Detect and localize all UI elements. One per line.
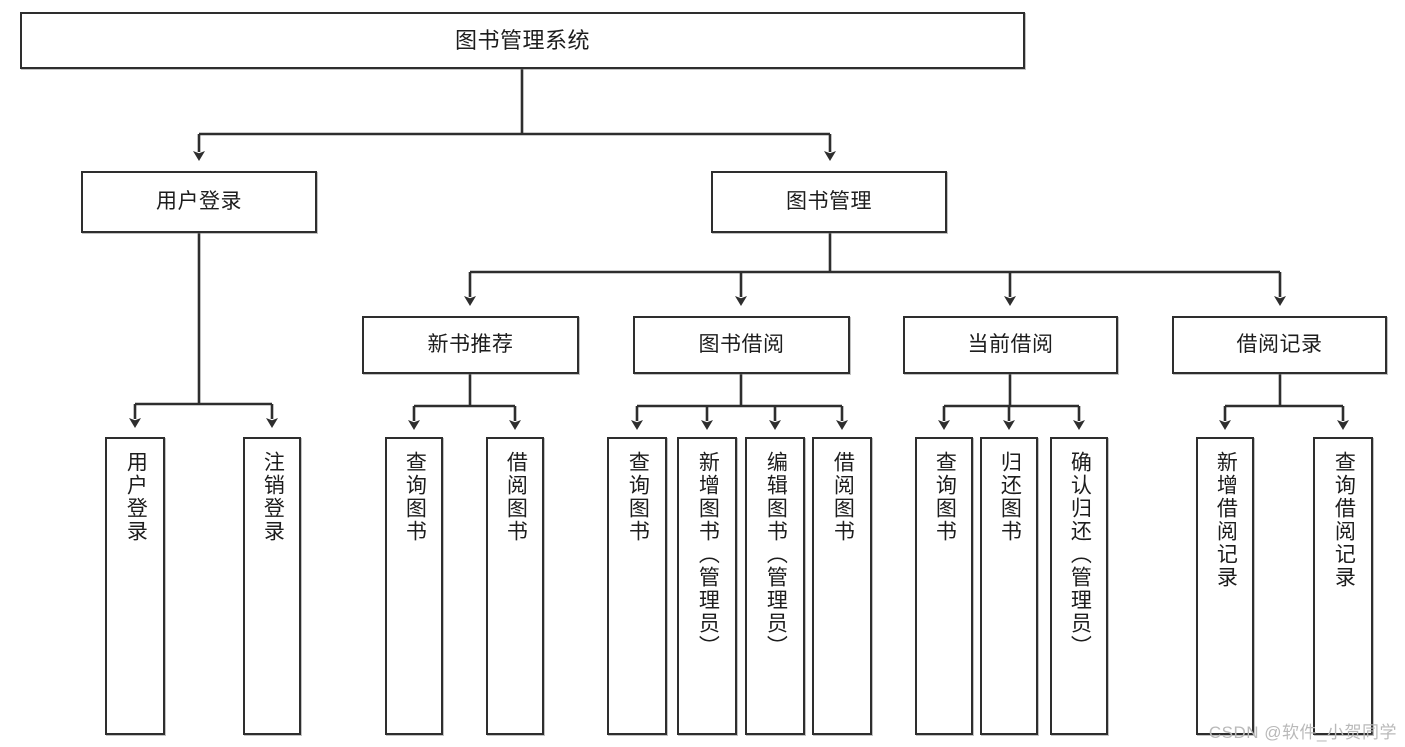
node-leaf-add-book-label: 新增图书（管理员） xyxy=(696,451,720,658)
node-book-manage[interactable]: 图书管理 xyxy=(711,171,947,233)
node-current-borrow[interactable]: 当前借阅 xyxy=(903,316,1118,374)
node-leaf-borrow-book-2[interactable]: 借阅图书 xyxy=(812,437,872,735)
node-borrow-record[interactable]: 借阅记录 xyxy=(1172,316,1387,374)
node-leaf-query-book-3-label: 查询图书 xyxy=(933,451,957,543)
node-leaf-confirm-return[interactable]: 确认归还（管理员） xyxy=(1050,437,1108,735)
node-leaf-query-book-1[interactable]: 查询图书 xyxy=(385,437,443,735)
node-leaf-query-book-1-label: 查询图书 xyxy=(403,451,427,543)
node-leaf-query-book-2-label: 查询图书 xyxy=(626,451,650,543)
node-new-book-rec-label: 新书推荐 xyxy=(427,332,514,356)
node-leaf-confirm-return-label: 确认归还（管理员） xyxy=(1068,451,1092,658)
node-book-borrow[interactable]: 图书借阅 xyxy=(633,316,850,374)
node-leaf-return-book-label: 归还图书 xyxy=(998,451,1022,543)
node-new-book-rec[interactable]: 新书推荐 xyxy=(362,316,579,374)
node-leaf-query-book-3[interactable]: 查询图书 xyxy=(915,437,973,735)
node-borrow-record-label: 借阅记录 xyxy=(1236,332,1323,356)
node-leaf-borrow-book-1-label: 借阅图书 xyxy=(504,451,528,543)
node-leaf-user-login-label: 用户登录 xyxy=(124,451,148,543)
node-leaf-add-book[interactable]: 新增图书（管理员） xyxy=(677,437,737,735)
csdn-watermark: CSDN @软件_小贺同学 xyxy=(1208,723,1397,742)
node-leaf-return-book[interactable]: 归还图书 xyxy=(980,437,1038,735)
node-leaf-user-login[interactable]: 用户登录 xyxy=(105,437,165,735)
node-leaf-query-book-2[interactable]: 查询图书 xyxy=(607,437,667,735)
node-leaf-query-record[interactable]: 查询借阅记录 xyxy=(1313,437,1373,735)
node-leaf-add-record[interactable]: 新增借阅记录 xyxy=(1196,437,1254,735)
node-leaf-add-record-label: 新增借阅记录 xyxy=(1214,451,1238,589)
node-book-manage-label: 图书管理 xyxy=(786,189,872,213)
node-user-login[interactable]: 用户登录 xyxy=(81,171,317,233)
node-root[interactable]: 图书管理系统 xyxy=(20,12,1025,69)
node-leaf-borrow-book-1[interactable]: 借阅图书 xyxy=(486,437,544,735)
node-leaf-edit-book-label: 编辑图书（管理员） xyxy=(764,451,788,658)
node-user-login-label: 用户登录 xyxy=(156,189,242,213)
node-leaf-query-record-label: 查询借阅记录 xyxy=(1332,451,1356,589)
node-leaf-logout-login[interactable]: 注销登录 xyxy=(243,437,301,735)
node-leaf-borrow-book-2-label: 借阅图书 xyxy=(831,451,855,543)
node-book-borrow-label: 图书借阅 xyxy=(698,332,785,356)
node-root-label: 图书管理系统 xyxy=(454,27,590,53)
node-leaf-logout-login-label: 注销登录 xyxy=(261,451,285,543)
node-leaf-edit-book[interactable]: 编辑图书（管理员） xyxy=(745,437,805,735)
node-current-borrow-label: 当前借阅 xyxy=(967,332,1054,356)
